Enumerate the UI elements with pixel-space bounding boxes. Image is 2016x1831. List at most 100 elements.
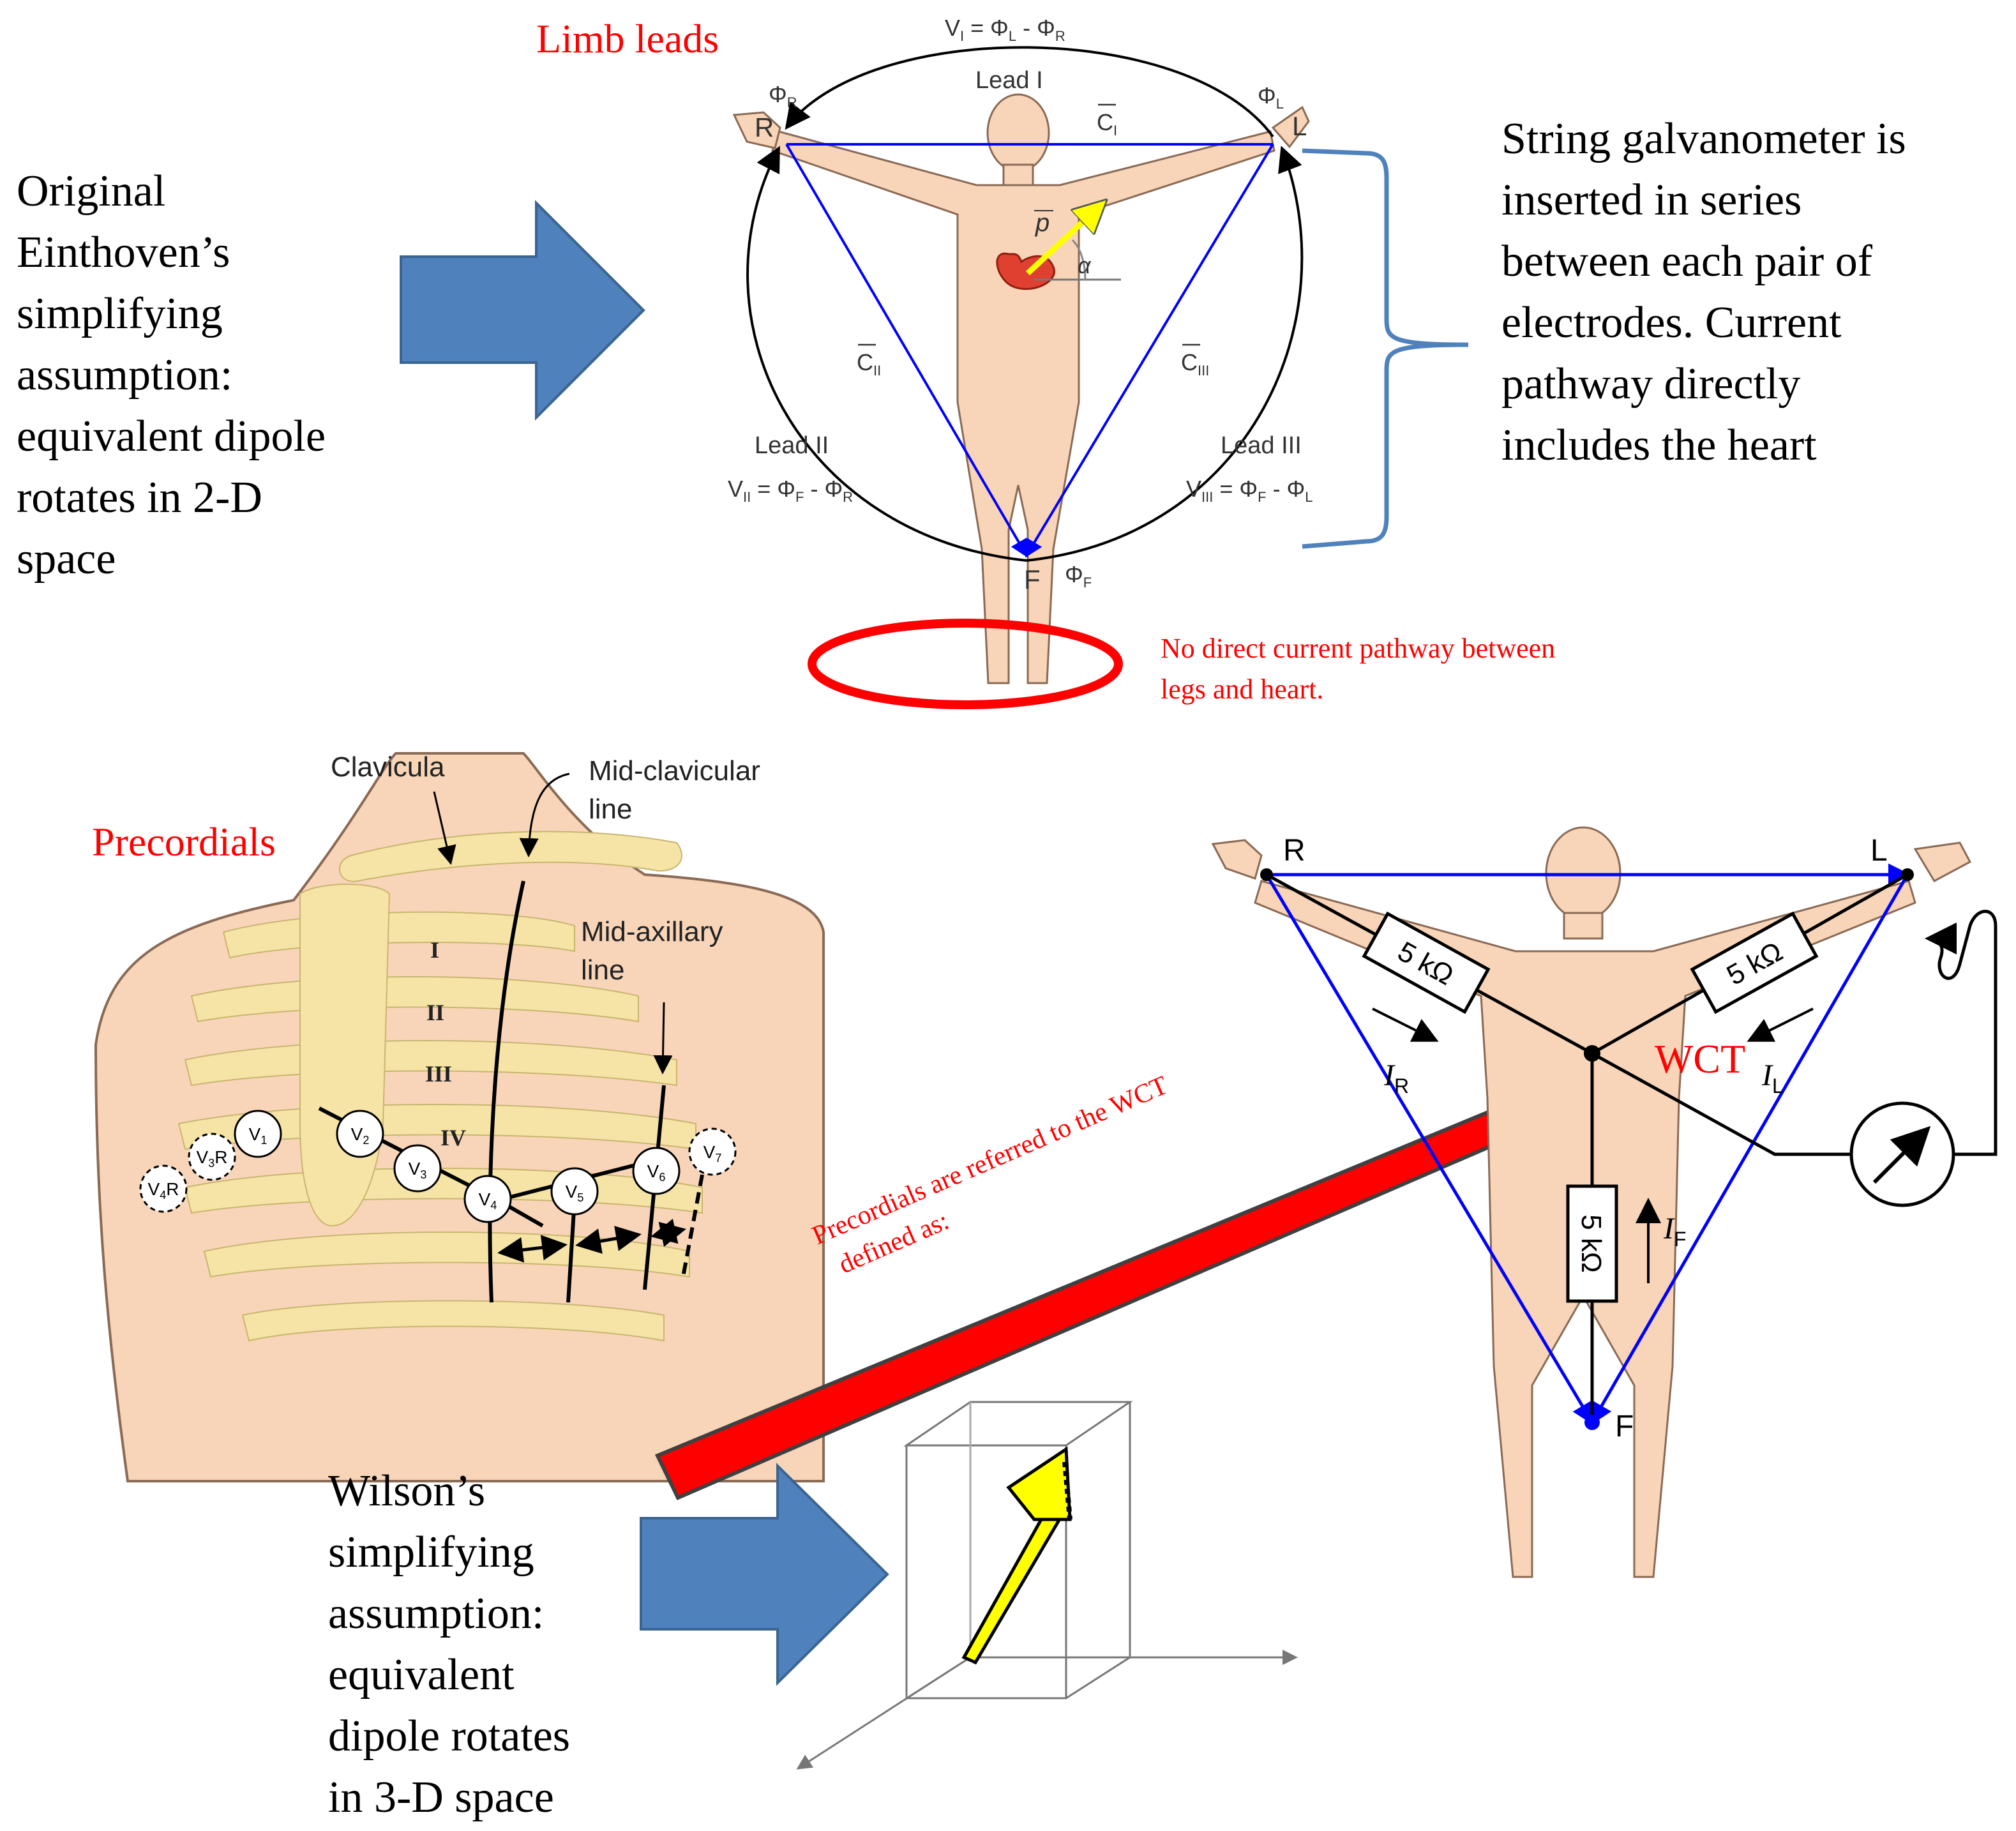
arrow-text-line: Precordials are referred to the WCT — [808, 1071, 1173, 1251]
lead-ii-arc — [746, 146, 1027, 562]
mid-axillary-label: line — [581, 954, 625, 986]
lead-i-label: Lead I — [975, 67, 1043, 94]
einthoven-line: assumption: — [17, 350, 232, 400]
lead-i-equation: VI = ΦL - ΦR — [945, 15, 1065, 44]
precordial-electrode: V1 — [234, 1110, 282, 1158]
precordial-electrode: V4 — [463, 1175, 512, 1223]
electrode-l-label: L — [1292, 111, 1307, 141]
lead-i-arc — [785, 46, 1274, 138]
current-f-label: IF — [1663, 1212, 1687, 1251]
precordial-electrode-label: V5 — [566, 1182, 584, 1204]
precordials-title: Precordials — [92, 819, 276, 864]
current-r-label: IR — [1383, 1059, 1409, 1097]
precordial-electrode: V7 — [688, 1127, 737, 1176]
einthoven-line: space — [17, 534, 116, 584]
wct-node-l — [1901, 868, 1914, 881]
wilson-line: equivalent — [328, 1650, 515, 1699]
spacing-arrow — [497, 1235, 568, 1263]
precordial-electrode-label: V3 — [409, 1159, 427, 1181]
wct-electrode-f-label: F — [1615, 1410, 1634, 1443]
legs-note-line: No direct current pathway between — [1161, 633, 1555, 664]
blue-block-arrow-top — [400, 200, 645, 421]
precordial-electrode: V4R — [139, 1164, 188, 1213]
current-l-label: IL — [1761, 1059, 1784, 1097]
rib-number: IV — [440, 1125, 466, 1150]
arrow-text: Precordials are referred to the WCT defi… — [808, 1071, 1173, 1279]
einthoven-line: simplifying — [17, 289, 223, 338]
wct-electrode-r-label: R — [1283, 834, 1305, 868]
mid-axillary-label: Mid-axillary — [581, 916, 723, 947]
wilson-line: in 3-D space — [328, 1773, 554, 1822]
legs-ellipse — [808, 619, 1123, 709]
dipole-vector — [1025, 203, 1103, 276]
mid-clavicular-label: line — [589, 794, 633, 825]
rib-number: I — [430, 937, 439, 963]
wct-label: WCT — [1655, 1036, 1745, 1081]
galvanometer-note-line: inserted in series — [1501, 176, 1802, 225]
resistor-f: 5 kΩ — [1566, 1184, 1618, 1303]
c2-label: CII — [857, 349, 881, 379]
galvanometer-note-line: pathway directly — [1501, 359, 1800, 409]
lead-ii-label: Lead II — [755, 432, 829, 459]
wilson-line: simplifying — [328, 1528, 534, 1577]
precordial-electrode-label: V4 — [479, 1189, 497, 1212]
precordial-electrode: V2 — [336, 1110, 384, 1158]
wct-electrode-l-label: L — [1870, 834, 1888, 868]
spacing-arrow — [651, 1219, 686, 1247]
clavicula-pointer — [433, 791, 456, 865]
clavicula-label: Clavicula — [331, 751, 445, 783]
galvanometer-note-line: electrodes. Current — [1501, 298, 1842, 347]
rib-number: III — [425, 1061, 452, 1087]
galvanometer-icon — [1849, 1101, 1955, 1207]
3d-dipole-icon — [961, 1446, 1072, 1665]
current-r-arrow — [1372, 1007, 1439, 1042]
wilson-line: dipole rotates — [328, 1712, 570, 1761]
einthoven-line: Einthoven’s — [17, 228, 230, 277]
curly-brace — [1302, 148, 1469, 549]
phi-r-label: ΦR — [769, 81, 797, 110]
einthoven-line: equivalent dipole — [17, 412, 326, 461]
precordial-electrode: V5 — [550, 1167, 599, 1216]
precordial-electrode-label: V3R — [197, 1147, 228, 1170]
limb-leads-title: Limb leads — [536, 16, 719, 61]
precordial-electrode: V3R — [188, 1133, 236, 1181]
dipole-angle-arc — [1071, 239, 1087, 280]
legs-note-line: legs and heart. — [1161, 674, 1323, 705]
electrode-r-label: R — [755, 112, 774, 142]
lead-iii-label: Lead III — [1221, 432, 1302, 459]
mid-clavicular-line — [488, 880, 525, 1303]
precordial-electrode-label: V6 — [647, 1161, 666, 1184]
galvanometer-note-line: between each pair of — [1501, 237, 1873, 286]
c3-label: CIII — [1181, 349, 1209, 379]
wilson-line: Wilson’s — [328, 1466, 485, 1516]
rib-number: II — [426, 1000, 444, 1025]
wct-node-r — [1260, 868, 1273, 881]
phi-f-label: ΦF — [1065, 561, 1092, 591]
lead-arcs — [746, 46, 1304, 562]
galvanometer-note-line: String galvanometer is — [1501, 114, 1906, 163]
galvanometer-note-line: includes the heart — [1501, 421, 1817, 470]
mid-clavicular-label: Mid-clavicular — [589, 755, 760, 787]
phi-l-label: ΦL — [1258, 82, 1284, 112]
blue-block-arrow-bottom — [640, 1463, 889, 1686]
mid-axillary-line-a — [566, 1200, 576, 1303]
einthoven-line: rotates in 2-D — [17, 473, 262, 522]
wct-node-f — [1584, 1415, 1600, 1430]
body-figure-top — [732, 93, 1310, 684]
lead-iii-equation: VIII = ΦF - ΦL — [1186, 476, 1313, 505]
c1-label: CI — [1097, 109, 1117, 139]
dipole-label: p — [1035, 209, 1049, 237]
precordial-electrode: V3 — [393, 1144, 442, 1193]
precordial-electrode-label: V2 — [351, 1124, 370, 1147]
precordial-electrode: V6 — [632, 1147, 681, 1195]
precordial-electrode-label: V1 — [249, 1124, 267, 1147]
current-l-arrow — [1747, 1007, 1814, 1042]
einthoven-text: Original Einthoven’s simplifying assumpt… — [17, 167, 326, 584]
wct-triangle — [1265, 863, 1911, 1426]
angle-label: α — [1078, 252, 1092, 278]
lead-ii-equation: VII = ΦF - ΦR — [728, 476, 853, 505]
precordial-electrode-label: V7 — [703, 1142, 722, 1164]
precordial-electrode-label: V4R — [148, 1179, 179, 1202]
lead-iii-arc — [1026, 146, 1304, 562]
